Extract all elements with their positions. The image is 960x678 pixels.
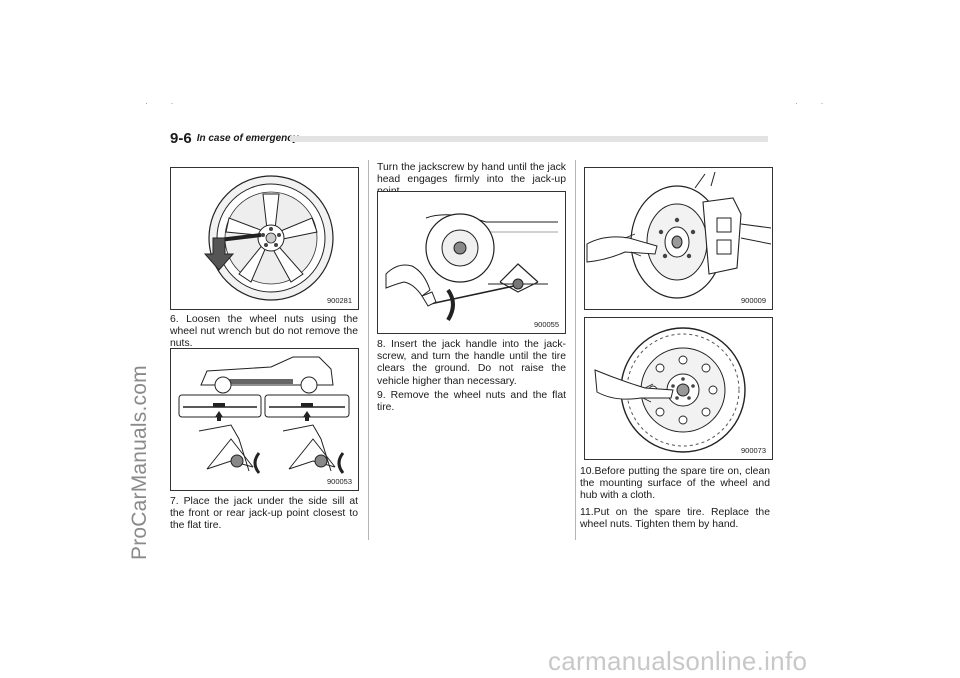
page-header: 9-6 In case of emergency — [170, 129, 298, 147]
figure-number-900053: 900053 — [327, 477, 353, 486]
side-watermark: ProCarManuals.com — [128, 365, 151, 560]
figure-hub-cleaning: 900009 — [584, 167, 773, 310]
bottom-watermark: carmanualsonline.info — [548, 646, 808, 676]
section-title: In case of emergency — [196, 132, 299, 144]
figure-number-900073: 900073 — [741, 446, 767, 455]
step-8-text: 8. Insert the jack handle into the jack-… — [377, 339, 566, 387]
step-6-text: 6. Loosen the wheel nuts using the wheel… — [170, 314, 358, 350]
figure-wheel-nut-wrench: 900281 — [170, 167, 359, 310]
header-rule — [290, 136, 768, 142]
figure-jack-points: 900053 — [170, 348, 359, 491]
spare-tire-illustration — [594, 327, 746, 453]
jack-handle-illustration — [385, 213, 558, 322]
section-number: 9-6 — [170, 129, 192, 147]
step-10-text: 10.Before putting the spare tire on, cle… — [580, 466, 770, 502]
column-divider-2 — [575, 160, 576, 540]
corner-marks-left: · · — [145, 98, 184, 108]
step-11-text: 11.Put on the spare tire. Replace the wh… — [580, 507, 770, 531]
figure-number-900009: 900009 — [741, 296, 767, 305]
figure-number-900055: 900055 — [534, 320, 560, 329]
corner-marks-right: · · — [795, 98, 834, 108]
hub-cleaning-illustration — [586, 171, 772, 299]
figure-jack-handle: 900055 — [377, 191, 566, 334]
wheel-wrench-illustration — [203, 175, 334, 301]
step-9-text: 9. Remove the wheel nuts and the flat ti… — [377, 390, 566, 414]
figure-number-900281: 900281 — [327, 296, 353, 305]
jack-points-illustration — [178, 356, 350, 474]
step-7-text: 7. Place the jack under the side sill at… — [170, 496, 358, 532]
figure-spare-tire: 900073 — [584, 317, 773, 460]
column-divider-1 — [368, 160, 369, 540]
